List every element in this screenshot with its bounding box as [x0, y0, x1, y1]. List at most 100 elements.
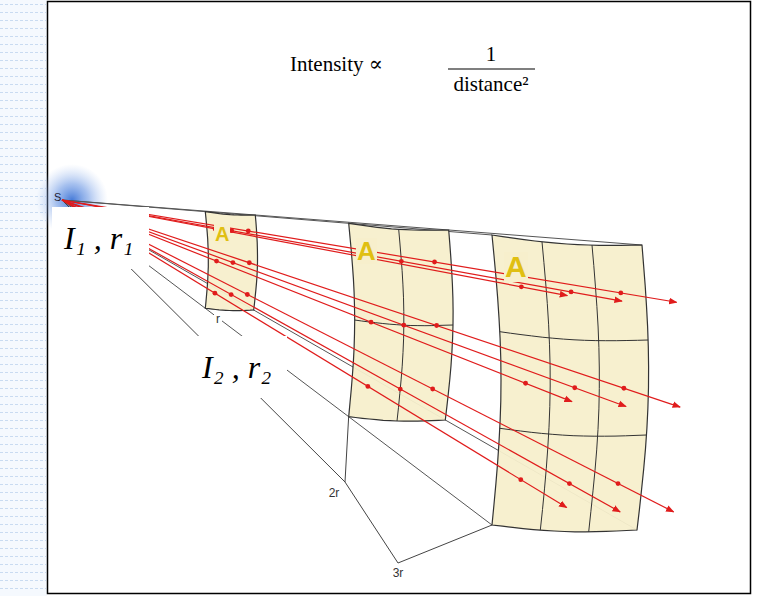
- margin-line: [0, 276, 46, 277]
- margin-line: [0, 132, 46, 133]
- margin-line: [0, 516, 46, 517]
- margin-line: [0, 492, 46, 493]
- margin-line: [0, 292, 46, 293]
- area-label: A: [356, 238, 377, 264]
- margin-line: [0, 236, 46, 237]
- margin-line: [0, 396, 46, 397]
- ray-dot: [229, 292, 234, 297]
- margin-line: [0, 572, 46, 573]
- margin-line: [0, 524, 46, 525]
- margin-line: [0, 452, 46, 453]
- distance-label: 3r: [391, 567, 406, 580]
- grid-line: [500, 332, 648, 341]
- margin-line: [0, 444, 46, 445]
- margin-ground: [0, 0, 47, 596]
- margin-line: [0, 508, 46, 509]
- margin-line: [0, 68, 46, 69]
- ray-dot: [430, 387, 435, 392]
- fraction-numerator: 1: [486, 42, 497, 66]
- margin-line: [0, 340, 46, 341]
- margin-line: [0, 324, 46, 325]
- margin-line: [0, 316, 46, 317]
- margin-line: [0, 172, 46, 173]
- ray-dot: [618, 291, 623, 296]
- margin-line: [0, 260, 46, 261]
- area-label: A: [504, 252, 528, 282]
- margin-line: [0, 36, 46, 37]
- margin-line: [0, 556, 46, 557]
- margin-line: [0, 52, 46, 53]
- grid-line: [540, 242, 550, 530]
- margin-line: [0, 4, 46, 5]
- margin-line: [0, 44, 46, 45]
- margin-line: [0, 244, 46, 245]
- margin-line: [0, 308, 46, 309]
- margin-line: [0, 380, 46, 381]
- distance-line: [398, 525, 492, 563]
- ray-dot: [569, 290, 574, 295]
- frame: [48, 2, 751, 594]
- margin-line: [0, 420, 46, 421]
- intensity-label: I₁ , r₁: [52, 207, 149, 269]
- margin-line: [0, 268, 46, 269]
- margin-line: [0, 252, 46, 253]
- ray-dot: [434, 323, 439, 328]
- source-label: S: [54, 191, 61, 204]
- margin-line: [0, 220, 46, 221]
- margin-line: [0, 532, 46, 533]
- margin-line: [0, 100, 46, 101]
- margin-line: [0, 460, 46, 461]
- margin-line: [0, 84, 46, 85]
- ray-dot: [622, 386, 627, 391]
- margin-line: [0, 284, 46, 285]
- ray-dot: [365, 384, 370, 389]
- ray-dot: [245, 292, 250, 297]
- margin-line: [0, 140, 46, 141]
- margin-line: [0, 148, 46, 149]
- ray-dot: [432, 260, 437, 265]
- ray-dot: [398, 387, 403, 392]
- ray-dot: [369, 320, 374, 325]
- distance-label: 2r: [327, 487, 342, 500]
- ray-dot: [246, 229, 251, 234]
- formula-text: Intensity ∝: [290, 52, 383, 76]
- margin-line: [0, 412, 46, 413]
- margin-line: [0, 156, 46, 157]
- margin-line: [0, 164, 46, 165]
- margin-line: [0, 388, 46, 389]
- margin-line: [0, 436, 46, 437]
- margin-line: [0, 484, 46, 485]
- margin-line: [0, 12, 46, 13]
- margin-line: [0, 28, 46, 29]
- margin-line: [0, 356, 46, 357]
- ray-dot: [523, 381, 528, 386]
- margin-line: [0, 332, 46, 333]
- distance-line: [345, 482, 398, 563]
- margin-line: [0, 476, 46, 477]
- margin-line: [0, 588, 46, 589]
- area-label: A: [214, 224, 230, 244]
- margin-line: [0, 580, 46, 581]
- margin-line: [0, 364, 46, 365]
- light-ray: [62, 200, 680, 407]
- fraction-denominator: distance²: [453, 72, 528, 96]
- ray-dot: [572, 385, 577, 390]
- ray-dot: [214, 259, 219, 264]
- intensity-label: I₂ , r₂: [190, 336, 287, 398]
- margin-line: [0, 404, 46, 405]
- margin-line: [0, 20, 46, 21]
- distance-label: r: [214, 313, 222, 326]
- margin-line: [0, 92, 46, 93]
- margin-line: [0, 108, 46, 109]
- light-ray: [62, 200, 677, 302]
- margin-line: [0, 500, 46, 501]
- margin-line: [0, 348, 46, 349]
- light-ray: [62, 200, 674, 512]
- margin-line: [0, 60, 46, 61]
- margin-line: [0, 228, 46, 229]
- ray-dot: [399, 259, 404, 264]
- distance-line: [345, 417, 349, 482]
- ray-dot: [616, 481, 621, 486]
- margin-line: [0, 372, 46, 373]
- fraction-bar: [448, 68, 535, 69]
